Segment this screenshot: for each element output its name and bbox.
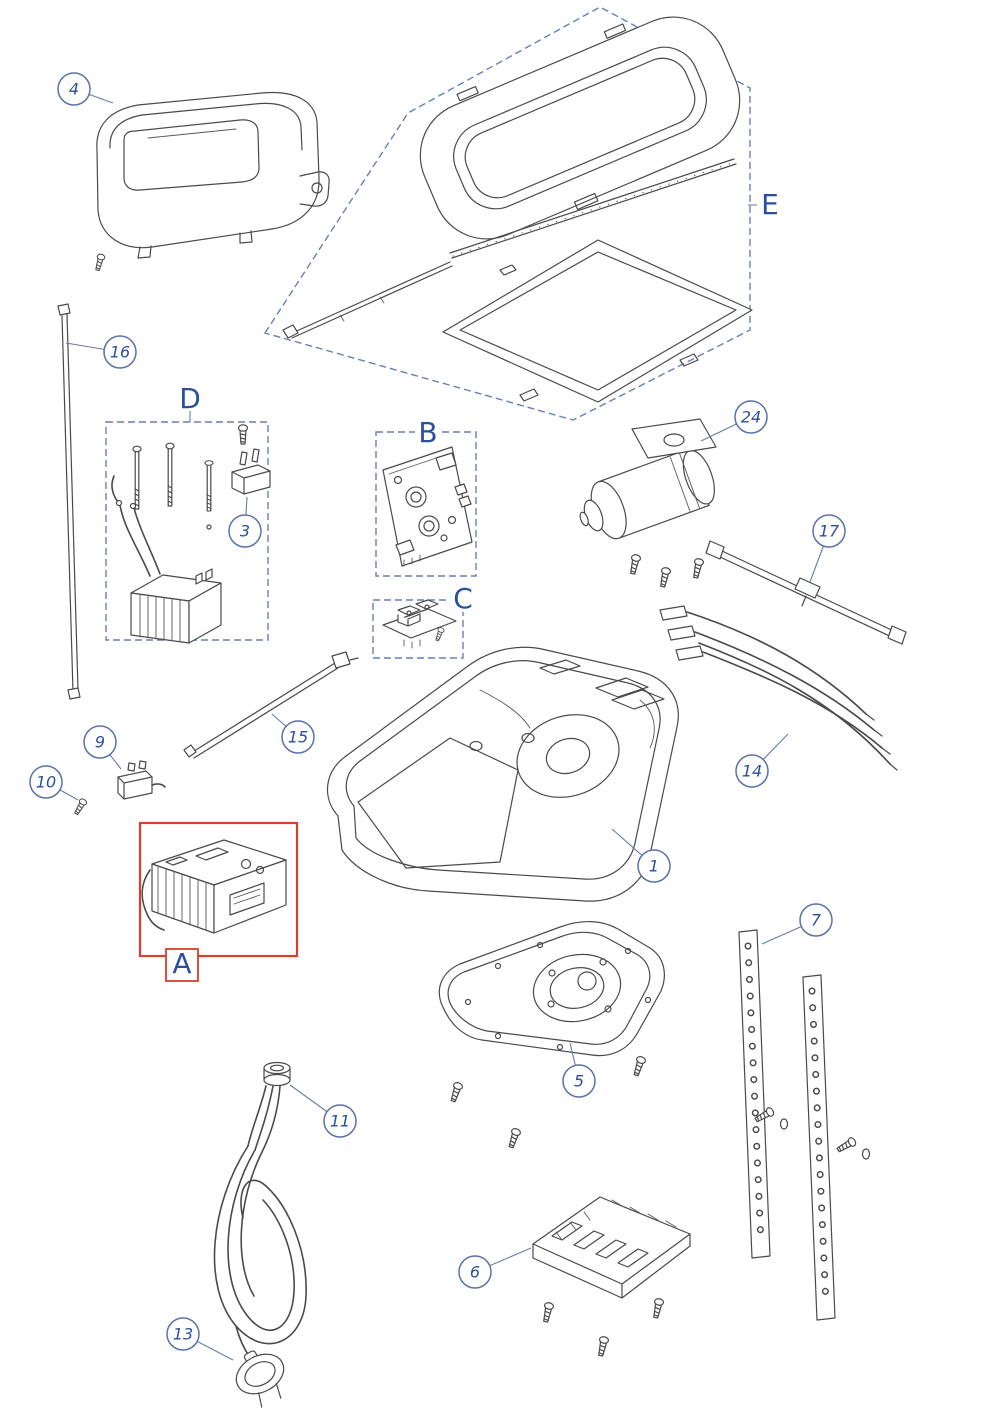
section-label-B: B xyxy=(415,416,441,449)
callout-number: 5 xyxy=(574,1072,584,1091)
part-10-screw xyxy=(72,797,89,817)
section-e-boundary xyxy=(263,6,751,421)
screw xyxy=(237,424,249,445)
callout-number: 14 xyxy=(742,762,762,781)
callout-7: 7 xyxy=(761,903,833,945)
screw xyxy=(204,460,214,512)
section-e-light-cover-assembly xyxy=(282,16,753,403)
rail-rod xyxy=(282,261,453,339)
callout-3: 3 xyxy=(228,496,262,548)
part-15-rod xyxy=(183,651,359,759)
section-c-terminal-board xyxy=(382,599,457,649)
section-letter-text: A xyxy=(172,947,191,980)
perforated-panel xyxy=(442,239,753,403)
callout-number: 15 xyxy=(288,728,308,747)
section-letter-text: C xyxy=(453,582,473,615)
part-14-wire-harness xyxy=(659,605,898,771)
callout-16: 16 xyxy=(65,335,137,369)
screw xyxy=(650,1297,665,1320)
callout-9: 9 xyxy=(83,725,122,770)
callout-number: 13 xyxy=(173,1325,193,1344)
part-16-rod xyxy=(57,303,81,700)
callout-number: 7 xyxy=(811,911,822,930)
callout-number: 11 xyxy=(330,1112,350,1131)
section-label-D: D xyxy=(179,382,201,422)
part-13-power-cord xyxy=(213,1085,307,1408)
section-letter-text: D xyxy=(179,382,201,415)
section-label-E: E xyxy=(748,188,779,221)
part-9-switch xyxy=(117,760,166,800)
part-24-motor xyxy=(579,418,717,589)
section-label-C: C xyxy=(450,582,476,615)
callout-17: 17 xyxy=(809,514,846,583)
callout-number: 9 xyxy=(95,733,105,752)
callout-13: 13 xyxy=(166,1317,234,1361)
screw xyxy=(72,797,89,817)
section-b-circuit-board xyxy=(382,446,473,567)
screw xyxy=(165,442,175,507)
callout-number: 17 xyxy=(819,522,840,541)
screw xyxy=(132,445,142,510)
callout-10: 10 xyxy=(29,765,79,801)
section-label-A: A xyxy=(165,947,199,982)
light-rail xyxy=(449,158,737,259)
callout-15: 15 xyxy=(271,713,315,754)
callout-number: 3 xyxy=(240,522,250,541)
part-3-connector xyxy=(231,424,271,495)
screw xyxy=(835,1135,858,1155)
transformer xyxy=(111,475,222,644)
screw xyxy=(627,553,642,576)
screw xyxy=(631,1054,647,1078)
part-5-base-plate xyxy=(438,921,665,1150)
callout-number: 10 xyxy=(36,773,56,792)
section-d-transformer-assembly xyxy=(111,424,271,644)
section-c-boundary xyxy=(372,599,464,659)
callout-number: 24 xyxy=(741,408,761,427)
callout-11: 11 xyxy=(289,1084,357,1138)
part-4-lamp-cover xyxy=(93,91,330,272)
screw xyxy=(506,1126,522,1150)
screw xyxy=(448,1080,464,1104)
callout-6: 6 xyxy=(458,1247,532,1289)
callout-24: 24 xyxy=(700,400,768,442)
callout-5: 5 xyxy=(562,1042,596,1098)
screw xyxy=(690,557,705,580)
part-11-grommet xyxy=(263,1061,291,1087)
screw xyxy=(540,1301,555,1324)
screw xyxy=(595,1335,610,1358)
screw xyxy=(657,566,672,589)
callout-number: 4 xyxy=(69,80,79,99)
callout-14: 14 xyxy=(735,733,789,788)
callout-4: 4 xyxy=(57,72,114,106)
part-6-bracket xyxy=(532,1196,691,1358)
part-a-logic-module xyxy=(141,839,287,934)
callout-number: 16 xyxy=(110,343,130,362)
callout-number: 6 xyxy=(470,1263,480,1282)
power-plug xyxy=(235,1350,285,1408)
section-letter-text: E xyxy=(761,188,779,221)
lamp-lens-cover xyxy=(419,16,741,240)
part-7-mounting-straps xyxy=(738,929,871,1321)
callout-1: 1 xyxy=(611,828,671,883)
part-1-main-housing xyxy=(326,646,679,902)
section-d-boundary xyxy=(105,421,269,641)
part-a-highlight-box xyxy=(138,821,299,958)
section-letter-text: B xyxy=(418,416,437,449)
screw xyxy=(93,252,106,272)
callout-number: 1 xyxy=(649,857,659,876)
part-17-harness xyxy=(705,540,907,645)
